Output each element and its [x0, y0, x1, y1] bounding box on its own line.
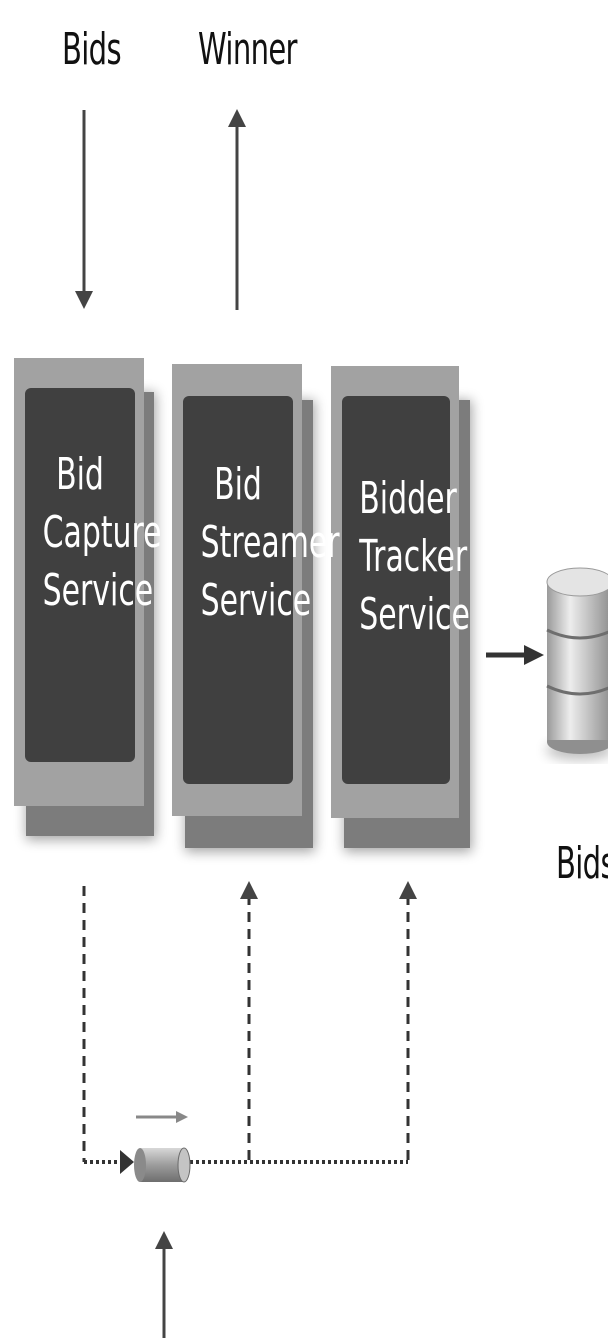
service-block-bidder-tracker [331, 366, 472, 852]
winner-label: Winner [198, 24, 297, 75]
database-icon [546, 567, 608, 760]
service-block-bid-streamer [172, 364, 315, 852]
queue-icon [134, 1111, 191, 1183]
service-label-bidder-tracker: Bidder Tracker Service [359, 473, 470, 640]
bids-store-label: Bids [556, 838, 608, 889]
service-block-bid-capture [14, 358, 156, 840]
event-connectors [82, 881, 417, 1174]
service-label-bid-streamer: Bid Streamer Service [200, 459, 340, 626]
bids-in-label: Bids [62, 24, 122, 75]
service-label-bid-capture: Bid Capture Service [42, 449, 162, 616]
